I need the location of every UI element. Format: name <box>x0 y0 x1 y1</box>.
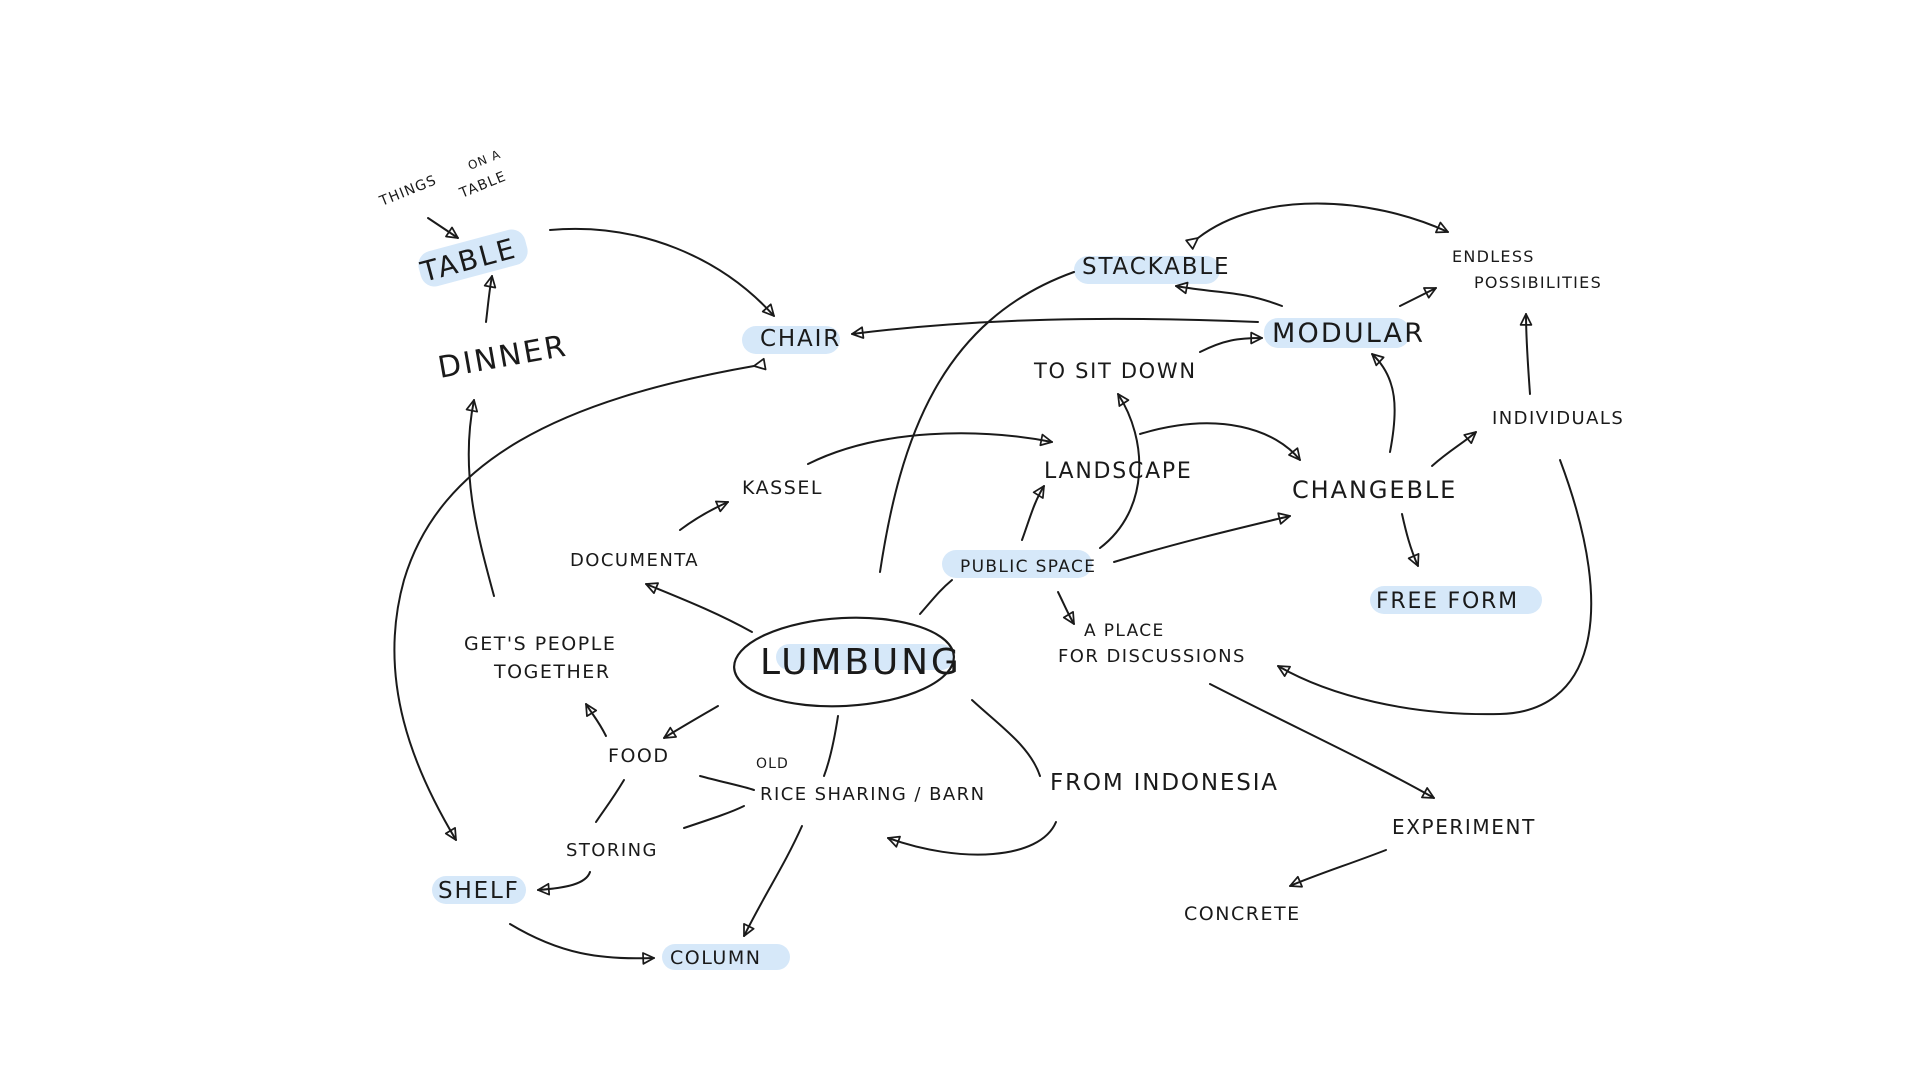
connector-food-to-gets-people <box>585 703 607 737</box>
connector-place-to-experiment <box>1209 683 1435 799</box>
node-documenta: DOCUMENTA <box>570 550 699 571</box>
chair-highlight <box>742 326 840 354</box>
connector-from-indonesia-to-rice <box>887 821 1057 856</box>
node-gets-people-2: TOGETHER <box>493 661 611 683</box>
connector-public-space-to-landscape <box>1021 485 1045 541</box>
node-concrete: CONCRETE <box>1184 903 1301 925</box>
node-place-1: A PLACE <box>1084 621 1165 641</box>
connector-to-sit-down-to-modular <box>1199 331 1263 353</box>
node-free-form: FREE FORM <box>1376 589 1519 614</box>
node-rice-sharing: RICE SHARING / BARN <box>760 784 985 805</box>
connector-individuals-to-endless <box>1519 313 1533 395</box>
connector-changeble-to-free-form <box>1401 513 1420 567</box>
lumbung-highlight <box>776 644 954 670</box>
connector-modular-to-stackable <box>1175 281 1283 307</box>
node-endless-2: POSSIBILITIES <box>1474 273 1602 292</box>
connector-storing-to-shelf <box>537 871 591 896</box>
connector-changeble-to-individuals <box>1431 431 1477 467</box>
node-to-sit-down: TO SIT DOWN <box>1033 359 1197 383</box>
node-old: OLD <box>756 756 789 772</box>
node-changeble: CHANGEBLE <box>1292 476 1457 504</box>
connector-rice-to-column <box>743 825 803 937</box>
lumbung-ring <box>733 616 955 708</box>
connector-gets-people-to-dinner <box>465 399 495 597</box>
node-landscape: LANDSCAPE <box>1044 459 1193 484</box>
shelf-highlight <box>432 876 526 904</box>
node-experiment: EXPERIMENT <box>1392 815 1536 839</box>
table-highlight <box>418 229 528 287</box>
node-modular: MODULAR <box>1272 318 1425 349</box>
connector-public-space-to-changeble <box>1113 512 1291 563</box>
node-dinner: DINNER <box>435 329 570 386</box>
connector-lumbung-to-stackable <box>879 271 1075 573</box>
connector-chair-to-shelf <box>393 357 767 841</box>
connector-experiment-to-concrete <box>1289 849 1387 888</box>
connector-table-to-chair <box>549 227 775 317</box>
free-form-highlight <box>1370 586 1542 614</box>
node-shelf: SHELF <box>438 878 520 904</box>
node-from-indonesia: FROM INDONESIA <box>1050 770 1279 796</box>
modular-highlight <box>1264 318 1410 348</box>
connector-public-space-to-to-sit-down <box>1099 393 1141 549</box>
connector-food-to-storing <box>595 779 625 823</box>
node-kassel: KASSEL <box>742 477 823 499</box>
connector-landscape-to-changeble <box>1139 422 1301 461</box>
connector-kassel-to-landscape <box>807 432 1053 465</box>
connector-modular-to-endless <box>1399 287 1437 307</box>
connector-lumbung-to-from-indonesia <box>971 699 1041 777</box>
connector-lumbung-to-food <box>663 705 719 739</box>
connector-public-space-to-place <box>1057 591 1075 625</box>
node-storing: STORING <box>566 840 658 861</box>
connector-shelf-to-column <box>509 923 655 965</box>
node-stackable: STACKABLE <box>1082 254 1230 280</box>
node-chair: CHAIR <box>760 326 841 352</box>
connector-lumbung-to-rice <box>823 715 839 777</box>
node-lumbung: LUMBUNG <box>760 642 962 683</box>
node-food: FOOD <box>608 745 670 767</box>
column-highlight <box>662 944 790 970</box>
node-place-2: FOR DISCUSSIONS <box>1058 646 1246 667</box>
public-space-highlight <box>942 550 1092 578</box>
connector-endless-stackable <box>1185 202 1449 250</box>
node-column: COLUMN <box>670 947 762 969</box>
connector-modular-to-chair <box>851 317 1259 339</box>
connector-lumbung-to-documenta <box>645 582 753 633</box>
connector-food-to-rice <box>699 775 755 791</box>
connector-lumbung-to-public-space <box>919 579 953 615</box>
node-endless-1: ENDLESS <box>1452 247 1535 266</box>
connector-changeble-to-modular <box>1371 353 1396 453</box>
node-things-on-a-table-3: TABLE <box>457 169 509 203</box>
node-things-on-a-table-1: THINGS <box>377 172 440 210</box>
node-public-space: PUBLIC SPACE <box>960 557 1096 577</box>
node-table: TABLE <box>416 232 520 289</box>
node-individuals: INDIVIDUALS <box>1492 408 1624 429</box>
labels: THINGS ON A TABLE TABLE DINNER CHAIR STA… <box>377 147 1624 969</box>
connector-dinner-to-table <box>483 275 497 323</box>
connector-individuals-to-place <box>1277 459 1593 716</box>
connector-storing-to-rice <box>683 805 745 829</box>
stackable-highlight <box>1074 256 1220 284</box>
node-gets-people-1: GET'S PEOPLE <box>464 633 616 655</box>
connectors <box>393 202 1593 965</box>
node-things-on-a-table-2: ON A <box>466 147 503 173</box>
connector-documenta-to-kassel <box>679 500 729 531</box>
connector-things-to-table <box>427 217 459 239</box>
highlights <box>418 229 1542 970</box>
